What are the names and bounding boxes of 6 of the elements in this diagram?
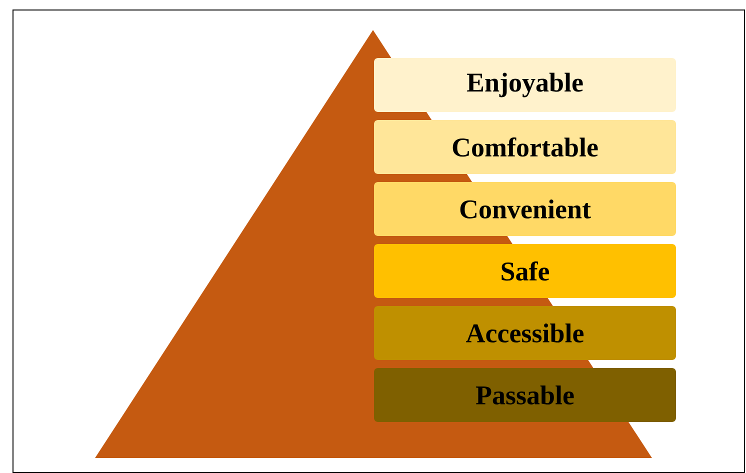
level-box: Accessible (374, 306, 676, 360)
level-box: Convenient (374, 182, 676, 236)
level-box: Enjoyable (374, 58, 676, 112)
level-box: Passable (374, 368, 676, 422)
level-box: Safe (374, 244, 676, 298)
level-box: Comfortable (374, 120, 676, 174)
